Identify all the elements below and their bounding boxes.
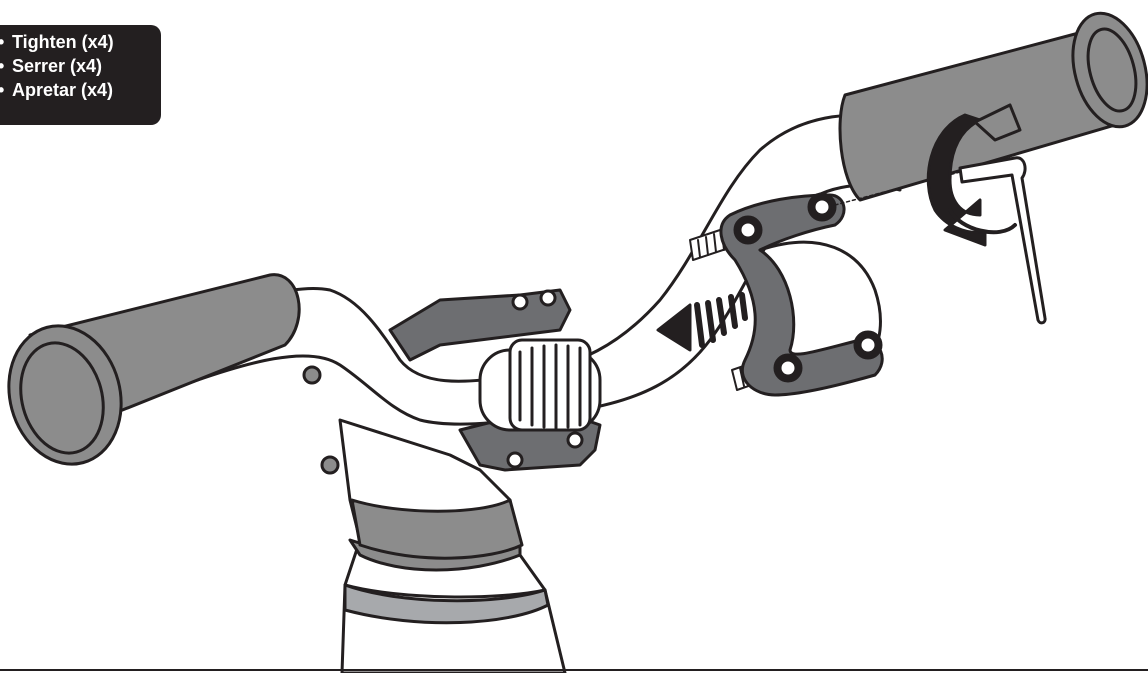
knurled-center: [508, 338, 592, 432]
insert-direction-arrow-icon: [656, 292, 748, 352]
instruction-line-apretar: •Apretar (x4): [0, 80, 114, 100]
instruction-line-tighten: •Tighten (x4): [0, 32, 114, 52]
stem-body: [338, 418, 567, 673]
hex-key-icon: [958, 156, 1047, 325]
left-grip: [7, 273, 301, 466]
rotation-arrow-icon: [926, 103, 1022, 247]
instruction-line-serrer: •Serrer (x4): [0, 56, 103, 76]
bottom-divider: [0, 669, 1148, 671]
right-grip: [838, 11, 1148, 202]
instruction-box: •Tighten (x4) •Serrer (x4) •Apretar (x4): [0, 25, 161, 125]
handlebar-tube: [118, 113, 902, 432]
front-faceplate: [719, 192, 884, 397]
